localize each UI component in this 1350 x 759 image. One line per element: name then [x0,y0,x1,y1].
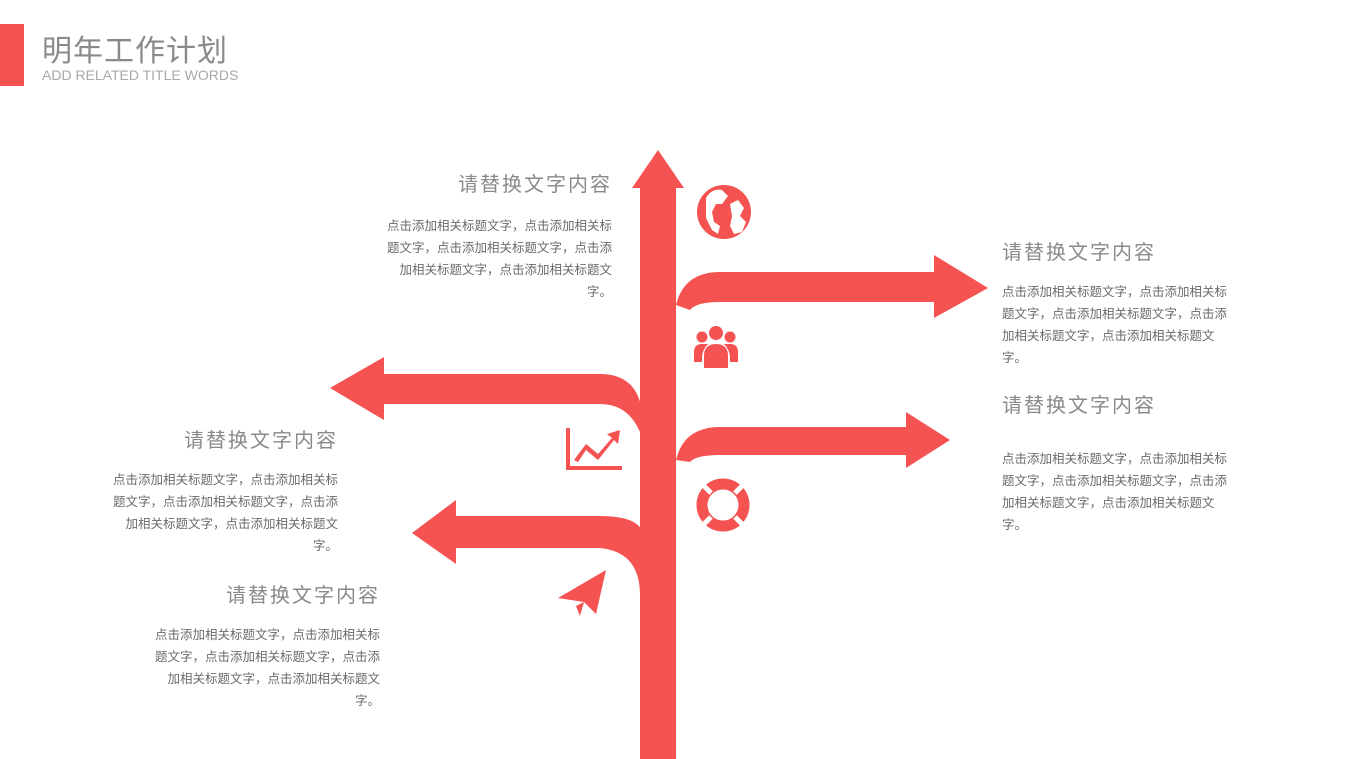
item-heading: 请替换文字内容 [184,428,338,452]
lifebuoy-icon [696,478,750,532]
item-body: 点击添加相关标题文字，点击添加相关标题文字，点击添加相关标题文字，点击添加相关标… [1002,284,1228,365]
chart-trend-icon [566,428,622,470]
item-body: 点击添加相关标题文字，点击添加相关标题文字，点击添加相关标题文字，点击添加相关标… [386,218,612,299]
branch-left-lower [412,500,642,600]
trunk-arrow [632,150,684,759]
title-accent-bar [0,24,24,86]
globe-icon [697,185,751,239]
item-body: 点击添加相关标题文字，点击添加相关标题文字，点击添加相关标题文字，点击添加相关标… [154,627,380,708]
item-heading: 请替换文字内容 [1002,393,1156,417]
page-subtitle: ADD RELATED TITLE WORDS [42,67,239,83]
team-icon [694,326,738,368]
paper-plane-icon [558,570,606,616]
item-heading: 请替换文字内容 [458,172,612,196]
branch-right-lower [676,412,950,468]
item-block-5: 请替换文字内容 点击添加相关标题文字，点击添加相关标题文字，点击添加相关标题文字… [148,579,380,712]
item-block-2: 请替换文字内容 点击添加相关标题文字，点击添加相关标题文字，点击添加相关标题文字… [1002,236,1232,369]
item-body: 点击添加相关标题文字，点击添加相关标题文字，点击添加相关标题文字，点击添加相关标… [1002,451,1228,532]
item-heading: 请替换文字内容 [1002,240,1156,264]
item-heading: 请替换文字内容 [226,583,380,607]
branch-right-upper [676,255,988,318]
item-block-1: 请替换文字内容 点击添加相关标题文字，点击添加相关标题文字，点击添加相关标题文字… [382,168,612,303]
item-block-3: 请替换文字内容 点击添加相关标题文字，点击添加相关标题文字，点击添加相关标题文字… [106,424,338,557]
item-block-4: 请替换文字内容 点击添加相关标题文字，点击添加相关标题文字，点击添加相关标题文字… [1002,389,1232,536]
branch-left-upper [330,357,642,432]
item-body: 点击添加相关标题文字，点击添加相关标题文字，点击添加相关标题文字，点击添加相关标… [112,472,338,553]
page-title: 明年工作计划 [42,34,228,69]
